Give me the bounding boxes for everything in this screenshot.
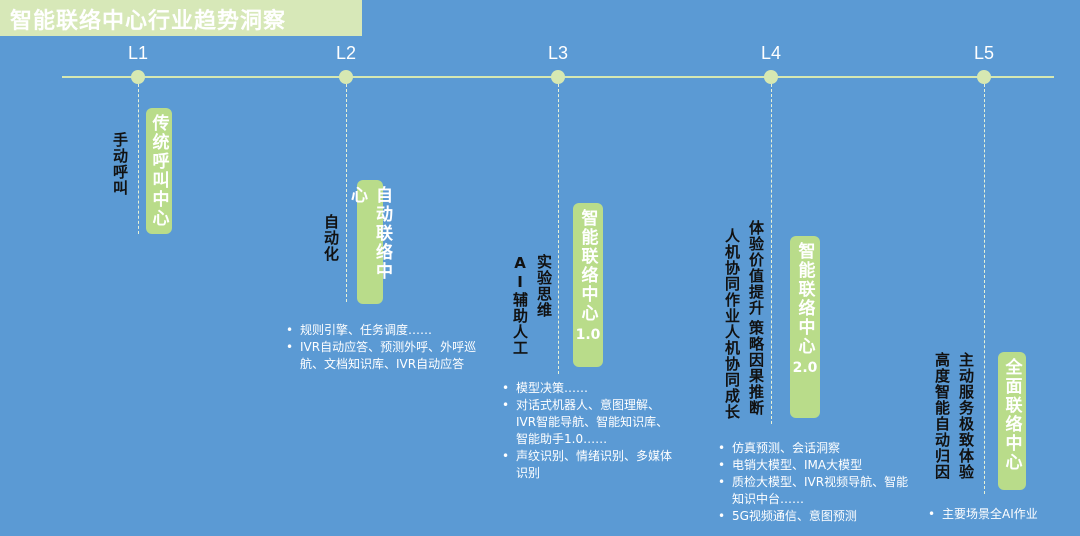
stage-pill-l2: 自动联络中心 <box>347 180 392 304</box>
note-item: 规则引擎、任务调度…… <box>284 322 484 339</box>
stage-pill-label: 智能联络中心 <box>794 242 815 356</box>
stage-notes-l5: 主要场景全AI作业 <box>926 506 1076 523</box>
drop-line-l3 <box>558 84 559 374</box>
stage-desc: 自动化 <box>322 214 340 262</box>
stage-pill-version: 2.0 <box>792 360 818 376</box>
timeline-node-l5 <box>977 70 991 84</box>
note-item: 模型决策…… <box>500 380 678 397</box>
stage-pill-l3: 智能联络中心 1.0 <box>573 203 603 367</box>
timeline-node-l3 <box>551 70 565 84</box>
stage-pill-label: 全面联络中心 <box>1001 358 1022 472</box>
note-item: 对话式机器人、意图理解、IVR智能导航、智能知识库、智能助手1.0…… <box>500 397 678 448</box>
stage-notes-l4: 仿真预测、会话洞察 电销大模型、IMA大模型 质检大模型、IVR视频导航、智能知… <box>716 440 916 525</box>
note-item: 仿真预测、会话洞察 <box>716 440 916 457</box>
stage-pill-label: 自动联络中心 <box>347 186 392 281</box>
page-title: 智能联络中心行业趋势洞察 <box>10 9 287 34</box>
note-item: 电销大模型、IMA大模型 <box>716 457 916 474</box>
stage-desc: 体验价值提升 <box>747 220 765 316</box>
timeline-node-l2 <box>339 70 353 84</box>
note-item: 主要场景全AI作业 <box>926 506 1076 523</box>
level-label-l1: L1 <box>127 43 149 63</box>
stage-desc: 策略因果推断 <box>747 320 765 416</box>
timeline-node-l4 <box>764 70 778 84</box>
note-item: 质检大模型、IVR视频导航、智能知识中台…… <box>716 474 916 508</box>
stage-pill-l5: 全面联络中心 <box>998 352 1026 490</box>
note-item: IVR自动应答、预测外呼、外呼巡航、文档知识库、IVR自动应答 <box>284 339 484 373</box>
timeline-node-l1 <box>131 70 145 84</box>
title-banner: 智能联络中心行业趋势洞察 <box>0 0 362 36</box>
note-item: 声纹识别、情绪识别、多媒体识别 <box>500 448 678 482</box>
level-label-l4: L4 <box>760 43 782 63</box>
level-label-l3: L3 <box>547 43 569 63</box>
stage-notes-l2: 规则引擎、任务调度…… IVR自动应答、预测外呼、外呼巡航、文档知识库、IVR自… <box>284 322 484 373</box>
drop-line-l1 <box>138 84 139 234</box>
stage-desc: 高度智能自动归因 <box>933 352 951 480</box>
level-label-l5: L5 <box>973 43 995 63</box>
stage-pill-label: 传统呼叫中心 <box>148 114 169 228</box>
drop-line-l5 <box>984 84 985 494</box>
stage-pill-l4: 智能联络中心 2.0 <box>790 236 820 418</box>
stage-pill-version: 1.0 <box>575 327 601 343</box>
stage-notes-l3: 模型决策…… 对话式机器人、意图理解、IVR智能导航、智能知识库、智能助手1.0… <box>500 380 678 482</box>
stage-desc: AI辅助人工 <box>511 254 529 356</box>
stage-pill-l1: 传统呼叫中心 <box>146 108 172 234</box>
level-label-l2: L2 <box>335 43 357 63</box>
stage-pill-label: 智能联络中心 <box>577 209 598 323</box>
drop-line-l4 <box>771 84 772 424</box>
stage-desc: 人机协同作业人机协同成长 <box>723 228 741 420</box>
stage-desc: 实验思维 <box>535 254 553 318</box>
stage-desc: 主动服务极致体验 <box>957 352 975 480</box>
stage-desc: 手动呼叫 <box>111 132 129 196</box>
drop-line-l2 <box>346 84 347 302</box>
note-item: 5G视频通信、意图预测 <box>716 508 916 525</box>
